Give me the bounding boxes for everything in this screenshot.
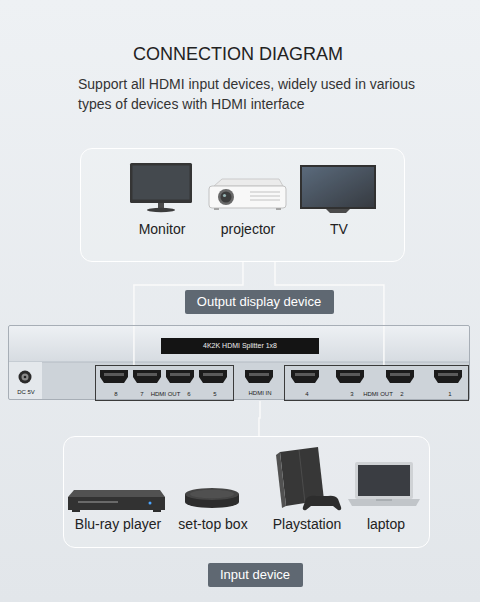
node-text: Input device	[220, 568, 290, 583]
output-port-group: 8 7 HDMI OUT 6 5	[95, 365, 234, 401]
hdmi-port	[100, 370, 462, 383]
node-text: HDMI OUT	[151, 391, 181, 398]
output-port-group: 4 3 HDMI OUT 2 1	[284, 365, 469, 401]
splitter-housing	[8, 362, 42, 400]
node-text: laptop	[367, 516, 405, 532]
group-label: Output display device	[185, 290, 334, 314]
hdmi-port	[291, 370, 319, 383]
port-number: 5	[213, 391, 216, 398]
port-number: 4	[305, 391, 308, 398]
connector-line	[259, 401, 260, 436]
hdmi-port	[434, 370, 462, 383]
splitter-housing	[8, 362, 470, 363]
splitter-housing	[8, 325, 470, 400]
node-text: TV	[330, 221, 348, 237]
splitter-housing	[24, 376, 27, 379]
name-plate: 4K2K HDMI Splitter 1x8	[161, 338, 319, 354]
hdmi-port	[133, 370, 161, 383]
subtitle: Support all HDMI input devices, widely u…	[78, 74, 423, 114]
node-text: 4K2K HDMI Splitter 1x8	[203, 342, 277, 350]
title: CONNECTION DIAGRAM	[133, 44, 343, 65]
splitter-housing	[8, 362, 470, 400]
hdmi-port	[336, 370, 364, 383]
port-number: 7	[140, 391, 143, 398]
node-text: HDMI IN	[249, 390, 272, 397]
node-text: Playstation	[273, 516, 341, 532]
port-number: 2	[400, 391, 403, 398]
node-text: projector	[221, 221, 275, 237]
input-device-panel: Blu-ray player set-top box Playstation lapt…	[63, 436, 430, 548]
splitter-housing	[8, 325, 470, 362]
splitter-housing	[19, 371, 32, 384]
output-device-panel: Monitor projector TV	[80, 148, 405, 262]
node-text: HDMI OUT	[363, 391, 393, 398]
port-number: 1	[448, 391, 451, 398]
splitter-housing	[22, 374, 29, 381]
port-number: 8	[114, 391, 117, 398]
hdmi-port	[245, 370, 273, 383]
node-text: Blu-ray player	[75, 516, 161, 532]
port-number: 6	[187, 391, 190, 398]
node-text: Monitor	[139, 221, 186, 237]
input-port: HDMI IN	[239, 365, 281, 401]
node-text: set-top box	[178, 516, 247, 532]
hdmi-port	[386, 370, 414, 383]
splitter-body: DC 5V 4K2K HDMI Splitter 1x8 8 7 HDMI OUT 6 5 H…	[8, 325, 470, 400]
group-label: Input device	[208, 563, 303, 587]
port-number: 3	[350, 391, 353, 398]
hdmi-port	[199, 370, 227, 383]
hdmi-port	[100, 370, 128, 383]
node-text: DC 5V	[17, 389, 35, 396]
hdmi-port	[166, 370, 194, 383]
node-text: Output display device	[197, 295, 321, 310]
